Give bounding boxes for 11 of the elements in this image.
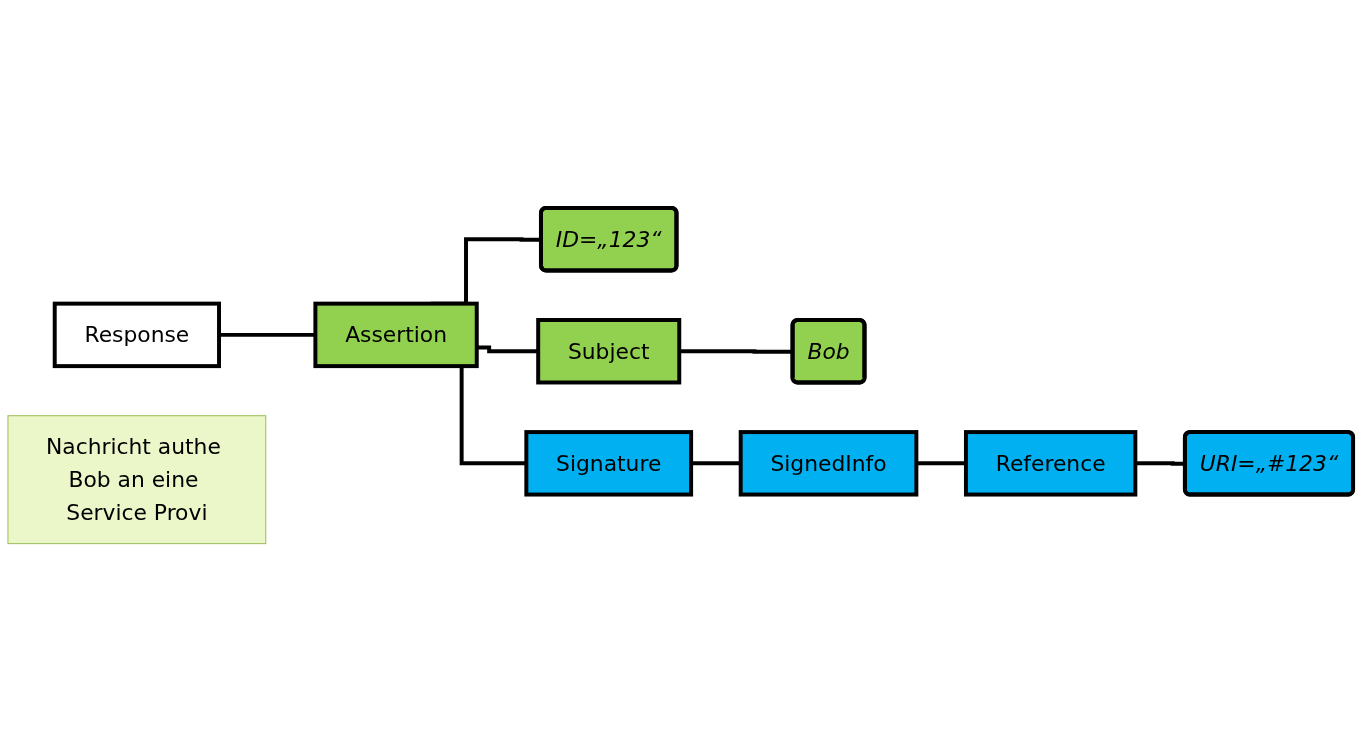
connector <box>679 348 794 354</box>
node-box: Signature <box>524 429 694 497</box>
node-box: SignedInfo <box>738 429 919 497</box>
node-box: Assertion <box>313 301 479 368</box>
connector <box>916 461 966 465</box>
node-box: Response <box>52 301 221 368</box>
connector <box>1135 461 1186 466</box>
node-box: Nachricht authe Bob an eine Service Provi <box>7 414 267 544</box>
connector <box>219 332 316 337</box>
node-box: Subject <box>536 317 682 385</box>
node-box: Reference <box>963 429 1138 497</box>
